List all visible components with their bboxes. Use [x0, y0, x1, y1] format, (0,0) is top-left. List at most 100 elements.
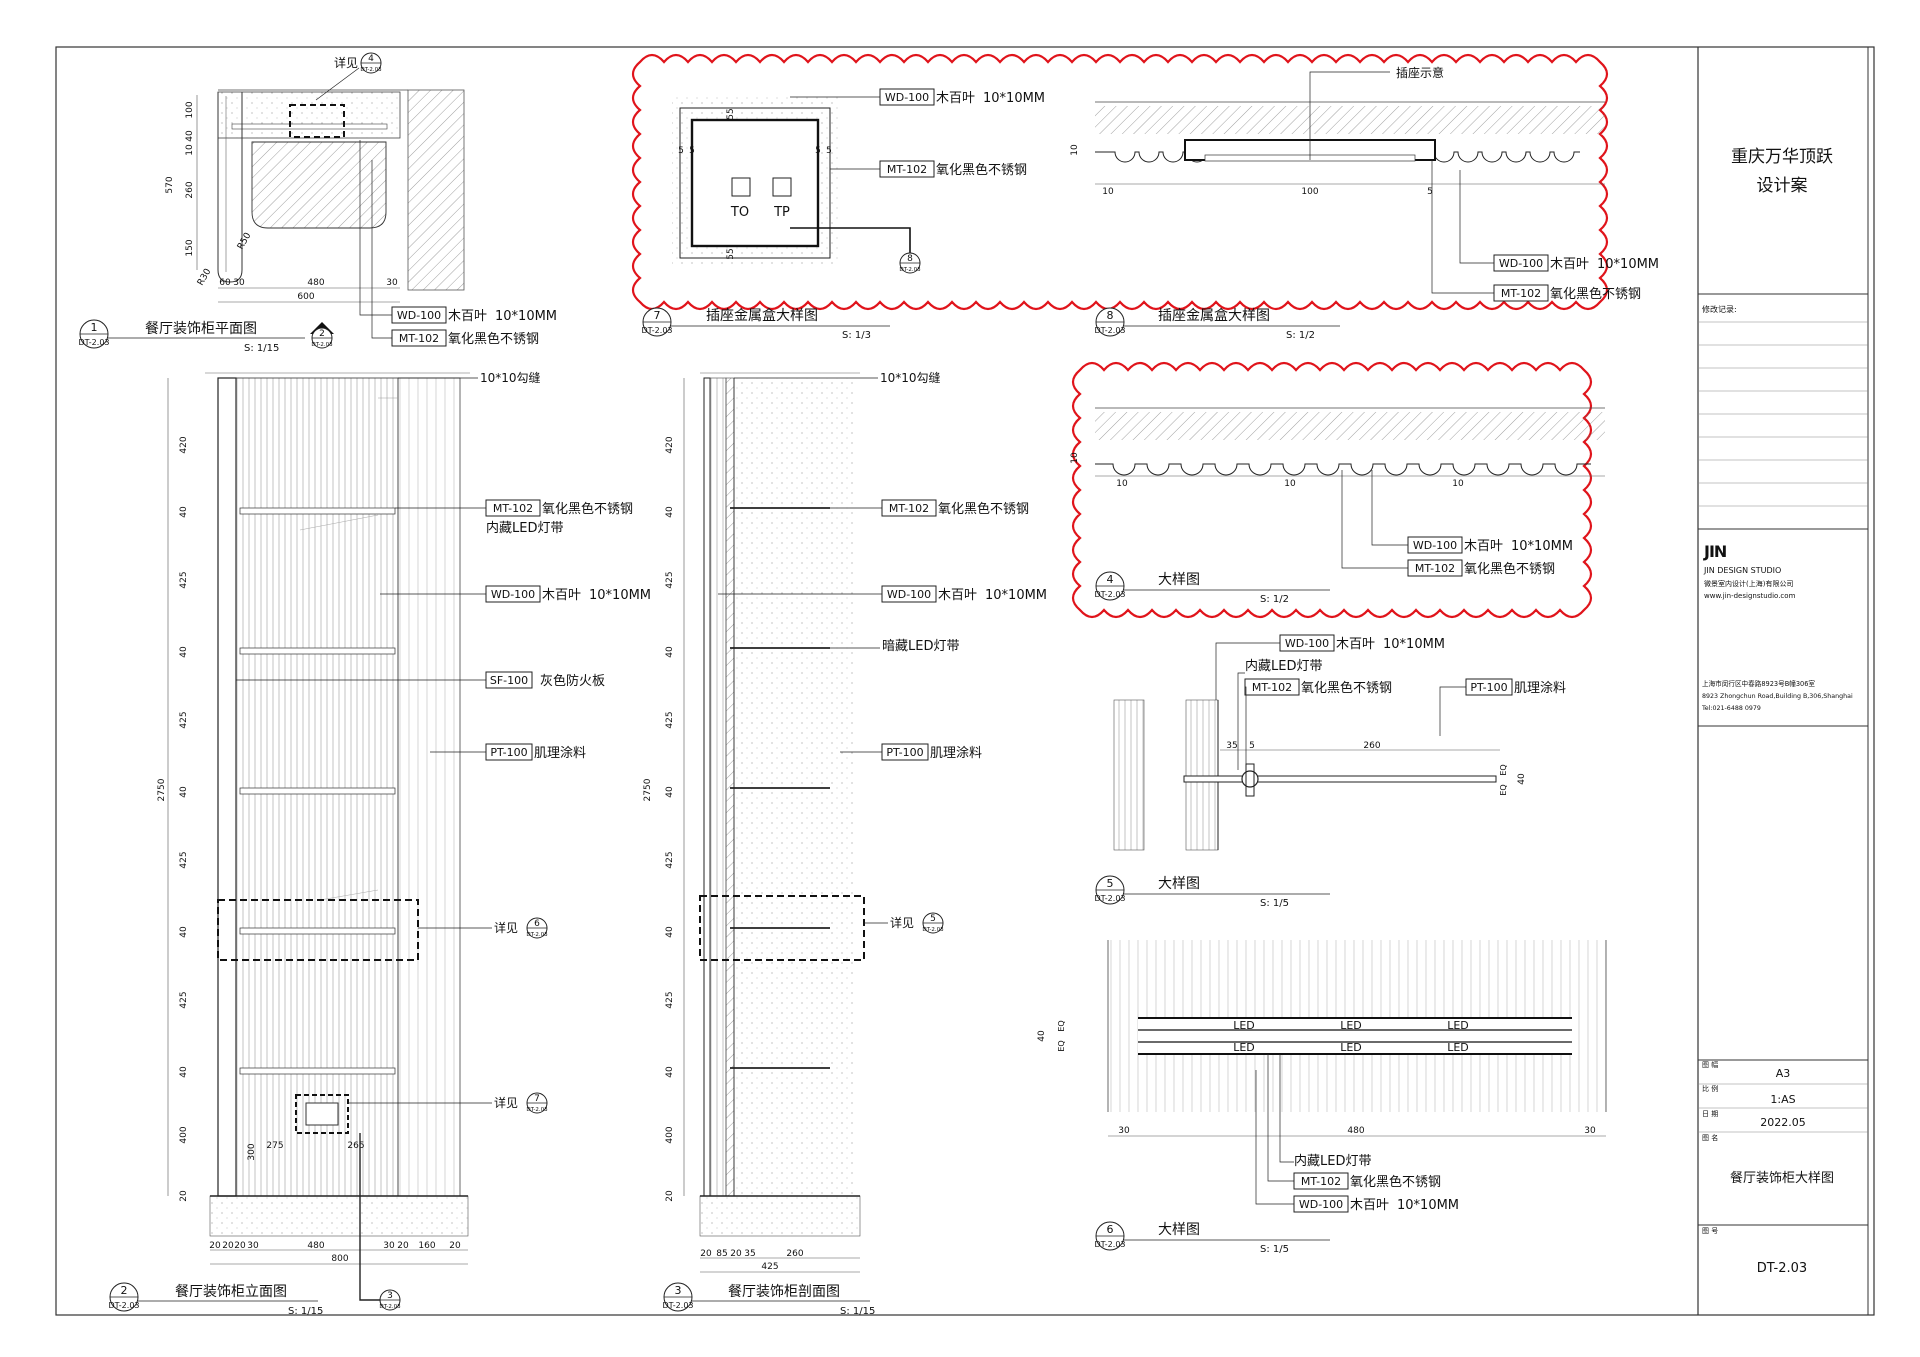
project-title-line1: 重庆万华顶跃	[1731, 147, 1833, 167]
socket-icon-tp	[772, 177, 792, 197]
d6-dim-30a: 30	[1118, 1126, 1130, 1136]
d8-socket-note: 插座示意	[1396, 65, 1444, 80]
d4-tag-wd-code: WD-100	[1413, 539, 1457, 552]
d6-tag-led: 内藏LED灯带	[1294, 1153, 1371, 1169]
v2-ref: DT-2.03	[108, 1301, 139, 1310]
d5-tag-mt-code: MT-102	[1252, 681, 1292, 694]
d8-dim-5: 5	[1427, 187, 1433, 197]
d8-tag-wd: WD-100	[1493, 254, 1549, 272]
elev-dim-total: 2750	[157, 778, 167, 801]
sect-dim-v9: 425	[665, 991, 675, 1008]
plan-dim-v4: 260	[185, 181, 195, 198]
studio-name-cn: 微景室内设计(上海)有限公司	[1704, 579, 1793, 588]
elev-socket-dim1: 275	[266, 1141, 283, 1151]
svg-text:7: 7	[534, 1094, 540, 1104]
d8-dim-side: 10	[1070, 144, 1080, 156]
plan-tag-mt-code: MT-102	[399, 332, 439, 345]
date-label: 日 期	[1702, 1110, 1718, 1118]
svg-text:5: 5	[930, 914, 936, 924]
plan-dim-h3: 480	[307, 278, 324, 288]
scale-value: 1:AS	[1770, 1093, 1795, 1106]
scale-label: 比 例	[1702, 1084, 1718, 1093]
elev-dim-h7: 20	[397, 1241, 409, 1251]
plan-dim-h1: 60	[219, 278, 231, 288]
elev-tag-led: 内藏LED灯带	[486, 520, 563, 536]
sect-tag-pt-code: PT-100	[886, 746, 923, 759]
d4-tag-mt-text: 氧化黑色不锈钢	[1464, 561, 1555, 577]
elev-dim-v7: 425	[179, 851, 189, 868]
plan-tag-mt: MT-102	[391, 329, 447, 347]
sect-tag-wd-text: 木百叶	[938, 588, 977, 603]
sect-dim-v11: 400	[665, 1126, 675, 1143]
d4-dim-2: 10	[1284, 479, 1296, 489]
plan-see-label: 详见	[334, 55, 358, 70]
sect-tag-mt: MT-102	[881, 499, 937, 517]
d5-tag-mt-text: 氧化黑色不锈钢	[1301, 680, 1392, 696]
d8-dim-10: 10	[1102, 187, 1114, 197]
d5-tag-pt: PT-100	[1465, 678, 1513, 696]
size-value: A3	[1776, 1067, 1791, 1080]
elev-dim-v6: 40	[179, 786, 189, 798]
elev-dim-v1: 420	[179, 436, 189, 453]
v1-scale: S: 1/15	[244, 343, 279, 354]
plan-tag-wd-code: WD-100	[397, 309, 441, 322]
elev-tag-wd-text: 木百叶	[542, 588, 581, 603]
elev-tag-wd-spec: 10*10MM	[589, 588, 651, 603]
v2-title: 餐厅装饰柜立面图	[175, 1284, 287, 1300]
d7-tag-mt: MT-102	[879, 160, 935, 178]
elev-dim-h4: 30	[247, 1241, 259, 1251]
section-detail5-box	[699, 895, 865, 961]
elev-dim-v4: 40	[179, 646, 189, 658]
d7-tag-mt-text: 氧化黑色不锈钢	[936, 162, 1027, 178]
d4-tag-mt-code: MT-102	[1415, 562, 1455, 575]
studio-name: JIN DESIGN STUDIO	[1703, 566, 1781, 575]
elev-dim-h2: 20	[222, 1241, 234, 1251]
v1-num: 1	[91, 321, 98, 334]
sect-tag-led: 暗藏LED灯带	[882, 639, 959, 654]
led-bottom-1: LED	[1233, 1041, 1255, 1054]
d5-dim-5: 5	[1249, 741, 1255, 751]
sect-tag-wd: WD-100	[881, 585, 937, 603]
elev-tag-mt: MT-102	[485, 499, 541, 517]
sect-dim-v1: 420	[665, 436, 675, 453]
sect-dim-v6: 40	[665, 786, 675, 798]
view-7-socket-box: TO TP 8DT-2.03 55 5 5 5 5 55 WD-100 木百叶 …	[641, 88, 1045, 341]
elev-tag-pt: PT-100	[485, 743, 533, 761]
d5-dim-eq1: EQ	[1499, 764, 1508, 775]
studio-website: www.jin-designstudio.com	[1704, 592, 1796, 600]
d7-tag-wd-spec: 10*10MM	[983, 91, 1045, 106]
svg-text:4: 4	[368, 54, 374, 64]
led-top-2: LED	[1340, 1019, 1362, 1032]
v1-ref: DT-2.03	[78, 338, 109, 347]
d5-tag-wd: WD-100	[1279, 634, 1335, 652]
elev-tag-sf-code: SF-100	[490, 674, 528, 687]
d8-tag-mt-text: 氧化黑色不锈钢	[1550, 286, 1641, 302]
sect-dim-v10: 40	[665, 1066, 675, 1078]
d8-tag-wd-spec: 10*10MM	[1597, 257, 1659, 272]
sect-dim-v8: 40	[665, 926, 675, 938]
d7-dim-r1: 5	[815, 146, 821, 156]
d8-tag-mt: MT-102	[1493, 284, 1549, 302]
d6-dim-40: 40	[1037, 1030, 1047, 1042]
plan-radius-2: R50	[236, 231, 254, 252]
v5-title: 大样图	[1158, 876, 1200, 892]
revision-cloud-detail4	[1071, 361, 1593, 619]
elev-tag-sf: SF-100	[485, 671, 533, 689]
sect-dim-h5: 260	[786, 1249, 803, 1259]
v3-scale: S: 1/15	[840, 1306, 875, 1317]
plan-tag-wd: WD-100	[391, 306, 447, 324]
v7-num: 7	[654, 309, 661, 322]
elev-dim-h5: 480	[307, 1241, 324, 1251]
d7-tag-wd-text: 木百叶	[936, 91, 975, 106]
d4-tag-mt: MT-102	[1407, 559, 1463, 577]
svg-text:DT-2.03: DT-2.03	[526, 932, 548, 938]
d8-dim-100: 100	[1301, 187, 1318, 197]
sect-dim-h2: 85	[716, 1249, 727, 1259]
d5-dim-eq2: EQ	[1499, 784, 1508, 795]
plan-dim-v1: 100	[185, 101, 195, 118]
drawing-name-label: 图 名	[1702, 1133, 1718, 1142]
elev-dim-v11: 400	[179, 1126, 189, 1143]
v4-num: 4	[1107, 573, 1114, 586]
v3-title: 餐厅装饰柜剖面图	[728, 1284, 840, 1300]
view-4-louver-detail: 10 10 10 10 WD-100 木百叶 10*10MM MT-102 氧化…	[1070, 407, 1605, 605]
